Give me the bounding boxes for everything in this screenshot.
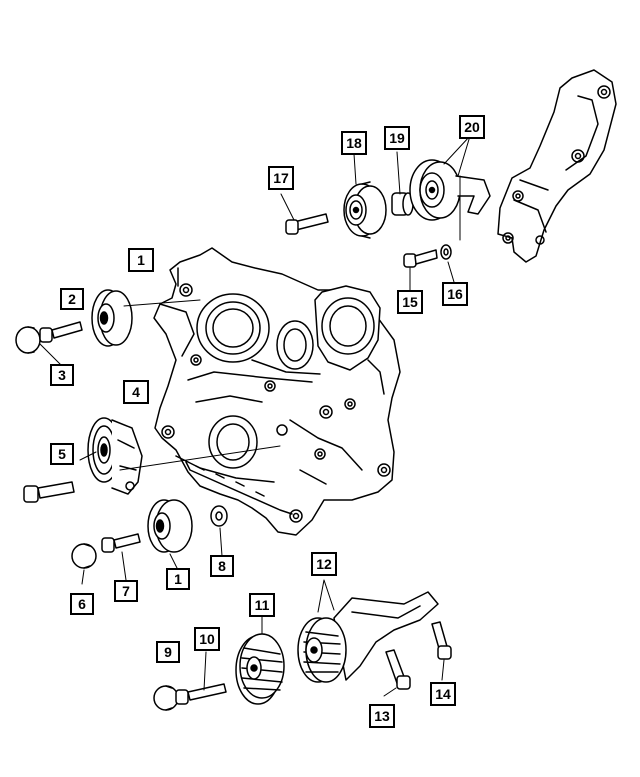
- callout-9: 9: [156, 641, 180, 663]
- leader-lines: [39, 135, 471, 697]
- callout-10: 10: [194, 627, 220, 651]
- callout-14: 14: [430, 682, 456, 706]
- callout-5: 5: [50, 443, 74, 465]
- callout-17: 17: [268, 166, 294, 190]
- bolt-3: [39, 321, 83, 343]
- callout-19: 19: [384, 126, 410, 150]
- bolt-7: [101, 533, 141, 553]
- callout-2: 2: [60, 288, 84, 310]
- bolt-17: [285, 213, 329, 235]
- callout-13: 13: [369, 704, 395, 728]
- cap-6: [71, 543, 97, 569]
- bolt-15: [403, 249, 438, 268]
- callout-1-bottom: 1: [166, 568, 190, 590]
- cap-9: [153, 685, 179, 711]
- tensioner-pulley-20: [409, 159, 491, 221]
- tensioner-assembly-12: [297, 591, 439, 683]
- tensioner-5: [87, 417, 143, 495]
- callout-16: 16: [442, 282, 468, 306]
- timing-cover: [153, 247, 401, 536]
- callout-7: 7: [114, 580, 138, 602]
- callout-20: 20: [459, 115, 485, 139]
- callout-8: 8: [210, 555, 234, 577]
- callout-1-top: 1: [128, 248, 154, 272]
- bolt-5: [23, 481, 75, 503]
- bolt-14: [431, 621, 452, 660]
- callout-11: 11: [249, 593, 275, 617]
- idler-pulley-2: [91, 289, 133, 347]
- bolt-13: [385, 649, 411, 690]
- bolt-10: [175, 683, 227, 705]
- idler-pulley-1: [147, 499, 193, 553]
- callout-18: 18: [341, 131, 367, 155]
- callout-4: 4: [123, 380, 149, 404]
- washer-16: [440, 244, 452, 260]
- cap-3: [15, 326, 41, 354]
- pulley-11: [235, 633, 285, 705]
- callout-3: 3: [50, 364, 74, 386]
- idler-pulley-18: [343, 181, 387, 239]
- mounting-bracket: [497, 69, 617, 263]
- washer-8: [210, 505, 228, 527]
- callout-6: 6: [70, 593, 94, 615]
- callout-12: 12: [311, 552, 337, 576]
- callout-15: 15: [397, 290, 423, 314]
